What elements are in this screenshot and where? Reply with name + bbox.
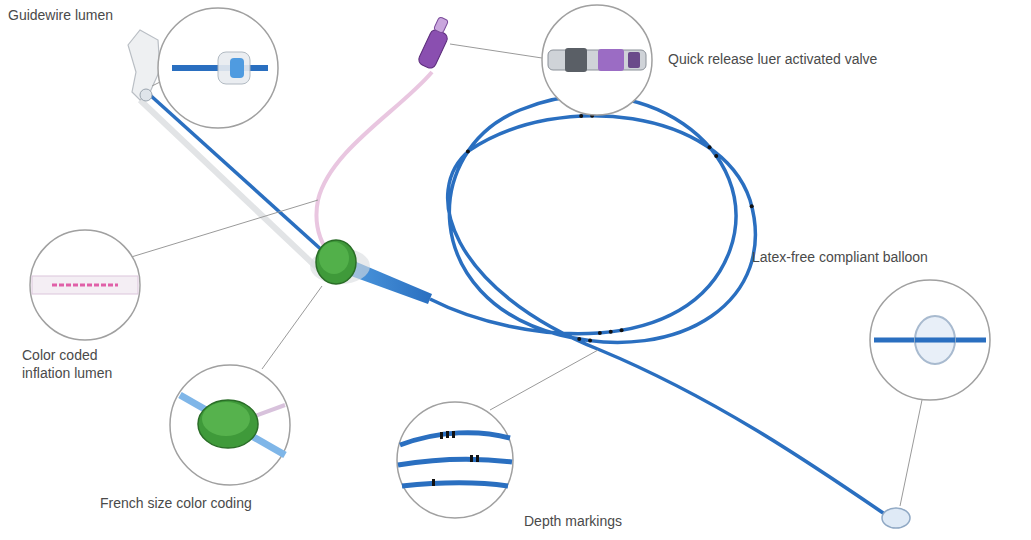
callout-label: Color coded inflation lumen	[22, 346, 142, 382]
callout-label: Depth markings	[524, 512, 622, 530]
shadow-tube	[140, 100, 330, 280]
inflation-lumen	[316, 72, 432, 258]
depth-mark	[588, 339, 592, 343]
depth-mark	[598, 331, 602, 335]
depth-mark	[707, 145, 711, 149]
depth-mark	[609, 330, 613, 334]
guidewire-connector	[128, 30, 160, 101]
callout-label: Quick release luer activated valve	[668, 50, 877, 68]
inset-depth-markings	[397, 402, 513, 518]
luer-valve	[417, 17, 449, 70]
depth-mark	[620, 328, 624, 332]
inset-valve	[542, 5, 652, 115]
depth-mark	[579, 114, 583, 118]
depth-mark	[577, 337, 581, 341]
callout-label: Latex-free compliant balloon	[752, 248, 928, 266]
depth-marks	[466, 114, 754, 343]
inset-balloon	[870, 280, 990, 400]
callout-label: Guidewire lumen	[8, 6, 113, 24]
inset-guidewire	[158, 8, 278, 128]
hub	[310, 240, 370, 284]
balloon	[882, 508, 910, 528]
depth-mark	[750, 204, 754, 208]
callout-label: French size color coding	[100, 494, 252, 512]
inset-inflation-lumen	[30, 230, 140, 340]
depth-mark	[714, 154, 718, 158]
depth-mark	[466, 150, 470, 154]
inset-hub	[170, 365, 290, 485]
